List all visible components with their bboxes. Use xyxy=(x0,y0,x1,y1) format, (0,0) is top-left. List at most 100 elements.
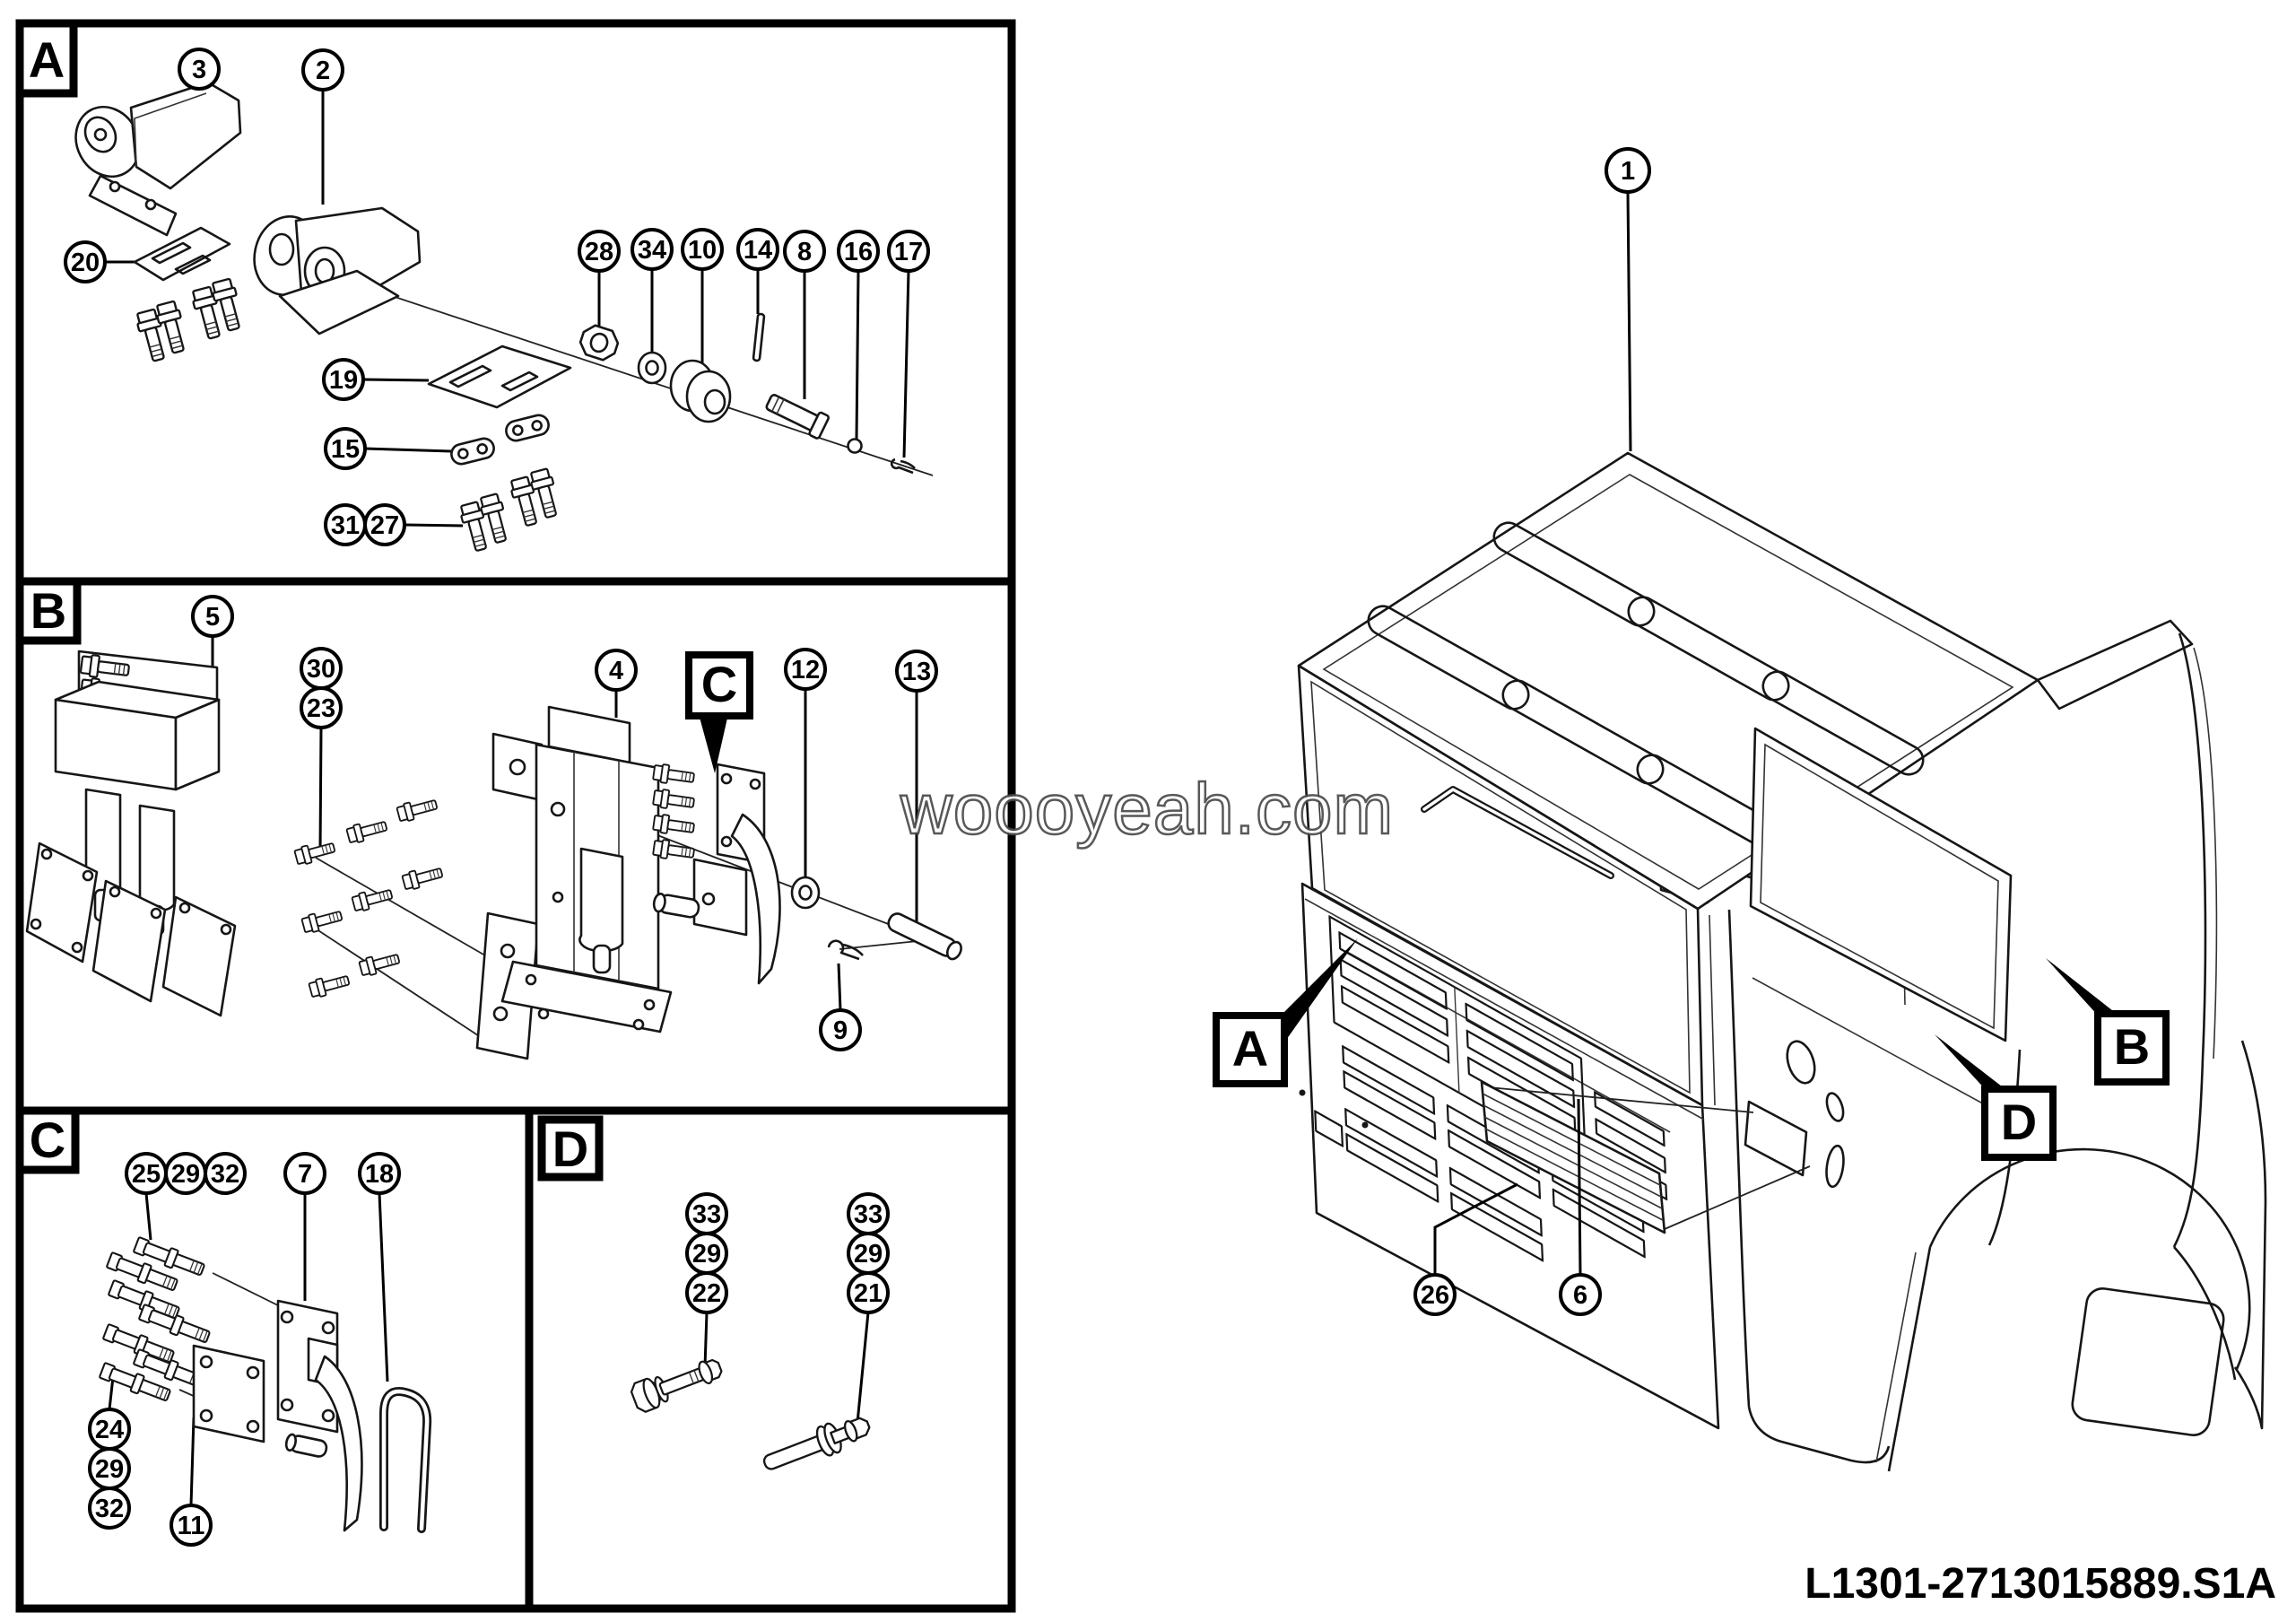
bolt-washer-nut xyxy=(630,1358,723,1413)
bolt-set xyxy=(134,276,247,364)
callout: 4 xyxy=(595,649,638,692)
callout: 11 xyxy=(170,1504,213,1547)
callout: 14 xyxy=(736,228,779,271)
svg-text:32: 32 xyxy=(211,1160,239,1189)
hinge-pin xyxy=(887,912,962,961)
svg-text:33: 33 xyxy=(692,1200,721,1229)
svg-text:20: 20 xyxy=(71,249,100,277)
callout: 33 xyxy=(847,1192,890,1235)
svg-text:16: 16 xyxy=(844,238,873,266)
cab-front-panel xyxy=(1300,882,1720,1430)
panel-c-letter: C xyxy=(30,1112,65,1168)
tilt-lock-assembly-left xyxy=(25,650,237,1017)
panel-d-letter: D xyxy=(552,1121,588,1177)
detail-ref-b-letter: B xyxy=(2114,1018,2150,1075)
callout: 29 xyxy=(685,1232,728,1275)
panel-a-label: A xyxy=(15,19,78,98)
svg-text:2: 2 xyxy=(316,57,330,85)
hex-nut xyxy=(576,321,622,364)
panel-b-label: B xyxy=(15,577,82,645)
svg-text:28: 28 xyxy=(585,238,613,266)
callout: 28 xyxy=(578,230,621,273)
callout: 17 xyxy=(887,230,930,273)
clevis-pin xyxy=(765,394,830,440)
callout: 1 xyxy=(1605,147,1651,194)
hinge-bracket xyxy=(253,206,422,336)
callout: 32 xyxy=(88,1487,131,1530)
callout: 15 xyxy=(324,427,367,470)
callout: 3 xyxy=(178,48,221,91)
tilt-lock-assembly-right xyxy=(475,705,673,1060)
cab-leaders xyxy=(1433,191,1632,1276)
svg-text:11: 11 xyxy=(178,1512,205,1540)
grommet xyxy=(669,359,732,423)
cab-lock-assembly xyxy=(74,81,242,237)
svg-text:29: 29 xyxy=(854,1240,883,1269)
callout: 26 xyxy=(1413,1273,1457,1316)
svg-text:13: 13 xyxy=(902,658,931,686)
ball xyxy=(847,438,863,454)
r-clip xyxy=(827,939,864,961)
callout: 6 xyxy=(1559,1273,1602,1316)
detail-ref-c-letter: C xyxy=(701,656,737,712)
svg-text:15: 15 xyxy=(331,435,360,464)
svg-text:10: 10 xyxy=(688,236,717,265)
wheel-arch xyxy=(1875,1147,2251,1472)
svg-text:30: 30 xyxy=(307,655,335,684)
grab-handle xyxy=(1421,786,1614,879)
panel-b: B xyxy=(15,577,1016,1115)
callout: 30 xyxy=(300,647,343,690)
svg-text:19: 19 xyxy=(329,366,358,395)
callout: 27 xyxy=(363,503,406,546)
callout: 9 xyxy=(819,1008,862,1051)
svg-text:1: 1 xyxy=(1621,157,1635,186)
callout: 5 xyxy=(191,595,234,638)
callout: 29 xyxy=(88,1447,131,1490)
callout: 13 xyxy=(895,650,938,693)
svg-text:29: 29 xyxy=(95,1455,124,1484)
panel-c-label: C xyxy=(15,1106,80,1174)
stud-washer-nut xyxy=(762,1417,871,1470)
svg-text:24: 24 xyxy=(95,1416,124,1444)
svg-text:33: 33 xyxy=(854,1200,883,1229)
svg-text:34: 34 xyxy=(638,236,666,265)
panel-d-leaders xyxy=(703,1312,870,1424)
cab-door xyxy=(1727,727,2022,1464)
roof-ribs xyxy=(1367,521,1925,859)
svg-text:7: 7 xyxy=(298,1160,312,1189)
svg-text:18: 18 xyxy=(365,1160,394,1189)
latch-handle xyxy=(284,1355,363,1532)
svg-text:5: 5 xyxy=(205,603,220,632)
bolt-set xyxy=(457,467,563,554)
panel-a-letter: A xyxy=(29,31,65,88)
callout: 29 xyxy=(847,1232,890,1275)
panel-d: D 33 29 22 33 29 2 xyxy=(525,1106,1016,1613)
callout: 32 xyxy=(204,1152,247,1195)
shim-plate xyxy=(427,344,572,409)
callout: 18 xyxy=(358,1152,401,1195)
link-plate xyxy=(450,437,495,466)
svg-text:17: 17 xyxy=(894,238,923,266)
callout: 34 xyxy=(631,228,674,271)
svg-text:31: 31 xyxy=(331,511,360,540)
washer xyxy=(637,351,667,385)
callout: 21 xyxy=(847,1271,890,1314)
callout: 31 xyxy=(324,503,367,546)
svg-text:3: 3 xyxy=(192,56,206,84)
pin xyxy=(752,312,766,362)
backing-plate xyxy=(192,1344,265,1443)
watermark: woooyeah.com xyxy=(900,768,1395,850)
callout: 20 xyxy=(64,240,107,283)
callout: 23 xyxy=(300,686,343,729)
washer xyxy=(790,876,821,910)
detail-ref-a: A xyxy=(1213,938,1358,1087)
detail-ref-a-letter: A xyxy=(1232,1020,1268,1077)
svg-text:4: 4 xyxy=(609,657,623,685)
callout: 22 xyxy=(685,1271,728,1314)
louver-vent xyxy=(1480,1080,1811,1234)
svg-text:8: 8 xyxy=(797,238,812,266)
rear-roof-band xyxy=(2036,619,2194,711)
svg-text:14: 14 xyxy=(744,236,772,265)
